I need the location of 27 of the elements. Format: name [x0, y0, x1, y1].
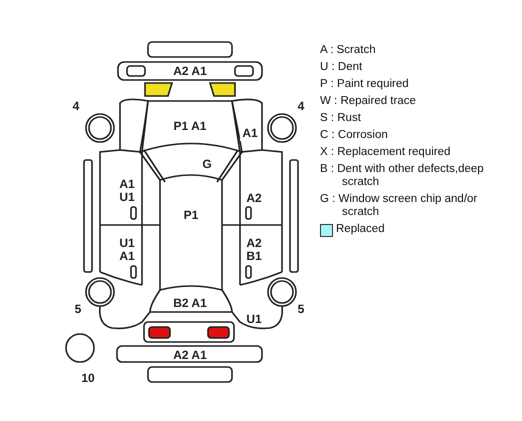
- damage-code: A2 B1: [245, 237, 263, 263]
- legend-text: Replaced: [336, 223, 385, 236]
- legend-entry: X : Replacement required: [320, 146, 452, 159]
- damage-code: U1 A1: [118, 237, 136, 263]
- damage-code: A2: [245, 192, 263, 205]
- damage-code: U1: [245, 313, 263, 326]
- panel-number: 4: [296, 100, 306, 113]
- panel-number: 4: [72, 100, 80, 113]
- panel-number: 10: [80, 372, 96, 385]
- damage-code: B2 A1: [172, 297, 208, 310]
- legend-entry: G : Window screen chip and/or scratch: [320, 193, 478, 219]
- panel-number: 5: [296, 303, 306, 316]
- damage-code: A2 A1: [172, 349, 208, 362]
- legend-entry: C : Corrosion: [320, 129, 389, 142]
- legend-entry: B : Dent with other defects,deep scratch: [320, 163, 485, 189]
- legend-entry: U : Dent: [320, 61, 364, 74]
- damage-code: P1 A1: [172, 120, 208, 133]
- legend-entry: S : Rust: [320, 112, 362, 125]
- damage-code: A1 U1: [118, 178, 136, 204]
- damage-code: A1: [241, 127, 259, 140]
- legend-entry: P : Paint required: [320, 78, 410, 91]
- legend-entry: A : Scratch: [320, 44, 377, 57]
- damage-code: A2 A1: [172, 65, 208, 78]
- panel-number: 5: [74, 303, 82, 316]
- legend-entry: W : Repaired trace: [320, 95, 417, 108]
- damage-code: G: [201, 158, 213, 171]
- damage-code: P1: [182, 209, 200, 222]
